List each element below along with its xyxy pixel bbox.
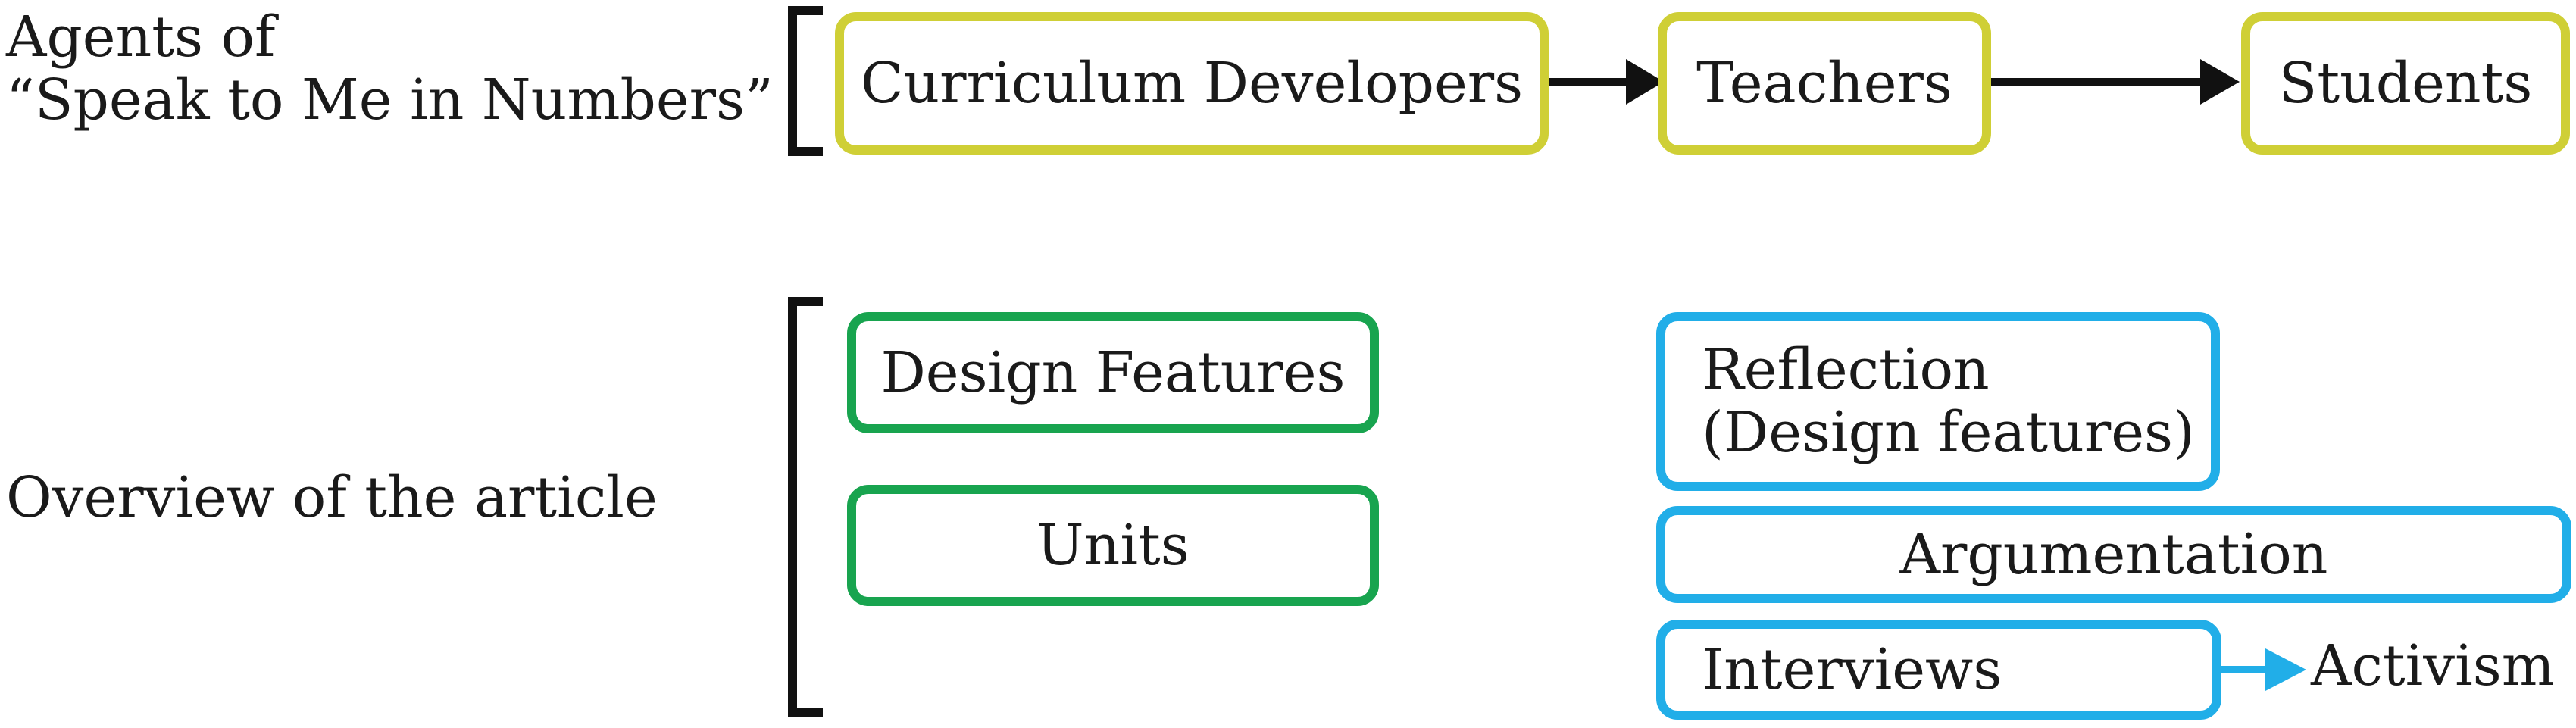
box-argumentation-label: Argumentation [1899, 522, 2328, 587]
arrow-head-interviews-to-activism [2265, 648, 2306, 691]
box-units-label: Units [1036, 513, 1190, 578]
agents-bracket [788, 6, 823, 156]
box-reflection-line1: Reflection [1702, 337, 1990, 403]
box-students-label: Students [2278, 51, 2533, 116]
box-reflection-line2: (Design features) [1702, 400, 2195, 465]
agents-label-line2: “Speak to Me in Numbers” [6, 67, 774, 133]
box-teachers-label: Teachers [1696, 51, 1952, 116]
arrow-head-teachers-to-students [2200, 59, 2240, 105]
box-argumentation: Argumentation [1656, 506, 2571, 603]
overview-label: Overview of the article [6, 465, 658, 530]
overview-bracket [788, 297, 823, 717]
box-units: Units [847, 485, 1379, 606]
agents-label-line1: Agents of [6, 5, 276, 70]
box-interviews: Interviews [1656, 620, 2221, 720]
activism-label: Activism [2311, 633, 2555, 698]
agents-label: Agents of “Speak to Me in Numbers” [6, 6, 774, 132]
box-teachers: Teachers [1658, 12, 1991, 155]
box-design-features-label: Design Features [880, 340, 1346, 405]
arrow-head-curriculum-to-teachers [1626, 59, 1664, 105]
box-design-features: Design Features [847, 312, 1379, 433]
box-reflection: Reflection (Design features) [1656, 312, 2220, 491]
box-students: Students [2241, 12, 2570, 155]
box-interviews-label: Interviews [1702, 637, 2002, 702]
box-curriculum-developers: Curriculum Developers [835, 12, 1549, 155]
box-curriculum-developers-label: Curriculum Developers [860, 51, 1524, 116]
